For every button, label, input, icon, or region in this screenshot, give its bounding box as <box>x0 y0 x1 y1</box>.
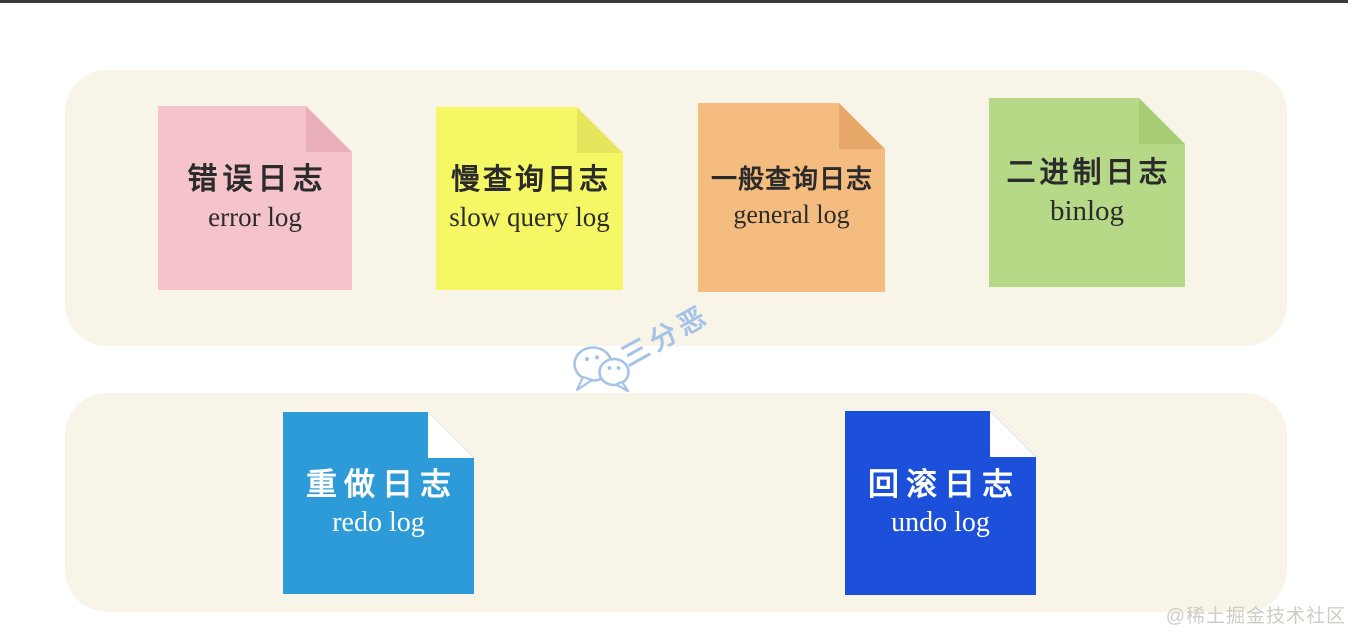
note-general-log: 一般查询日志 general log <box>698 103 885 292</box>
note-title-en: undo log <box>891 507 990 539</box>
note-title-zh: 慢查询日志 <box>450 163 611 196</box>
note-undo-log: 回滚日志 undo log <box>845 411 1036 595</box>
note-title-en: redo log <box>332 507 425 539</box>
watermark-center: 三分恶 <box>570 299 740 400</box>
note-title-zh: 回滚日志 <box>868 466 1020 502</box>
note-redo-log: 重做日志 redo log <box>283 412 474 594</box>
watermark-author-text: 三分恶 <box>616 299 715 373</box>
note-title-en: slow query log <box>449 202 610 233</box>
bottom-panel <box>65 393 1287 612</box>
note-title-en: error log <box>208 202 302 233</box>
note-title-en: general log <box>733 200 850 229</box>
note-title-zh: 二进制日志 <box>1006 156 1172 189</box>
wechat-icon <box>573 346 630 393</box>
watermark-community: @稀土掘金技术社区 <box>1165 606 1346 627</box>
note-slow-query-log: 慢查询日志 slow query log <box>436 107 623 290</box>
note-error-log: 错误日志 error log <box>158 106 352 290</box>
note-title-zh: 一般查询日志 <box>710 165 873 195</box>
note-title-zh: 错误日志 <box>187 162 328 196</box>
note-title-zh: 重做日志 <box>306 466 458 502</box>
top-border-strip <box>0 0 1348 3</box>
note-binlog: 二进制日志 binlog <box>989 98 1185 287</box>
note-title-en: binlog <box>1049 195 1125 227</box>
